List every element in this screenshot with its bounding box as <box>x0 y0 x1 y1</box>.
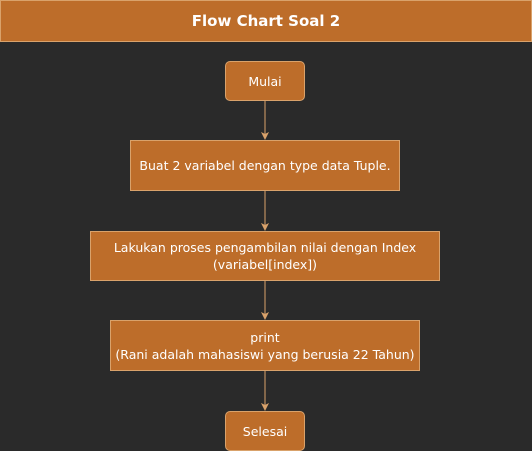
flow-node-end: Selesai <box>225 411 305 451</box>
flow-node-start: Mulai <box>225 61 305 101</box>
flow-node-index-access-line1: Lakukan proses pengambilan nilai dengan … <box>113 240 417 255</box>
flow-node-index-access: Lakukan proses pengambilan nilai dengan … <box>90 231 440 281</box>
flow-node-print-line1: print <box>250 329 280 345</box>
flow-node-index-access-line2: (variabel[index]) <box>212 257 318 272</box>
flow-node-start-label: Mulai <box>248 73 282 89</box>
flow-node-create-variables: Buat 2 variabel dengan type data Tuple. <box>130 140 400 191</box>
flow-node-end-label: Selesai <box>242 423 288 439</box>
flow-node-print: print (Rani adalah mahasiswi yang berusi… <box>110 320 420 371</box>
diagram-title: Flow Chart Soal 2 <box>0 0 532 42</box>
flow-node-create-variables-label: Buat 2 variabel dengan type data Tuple. <box>139 158 391 173</box>
flow-node-print-line2: (Rani adalah mahasiswi yang berusia 22 T… <box>115 346 415 362</box>
